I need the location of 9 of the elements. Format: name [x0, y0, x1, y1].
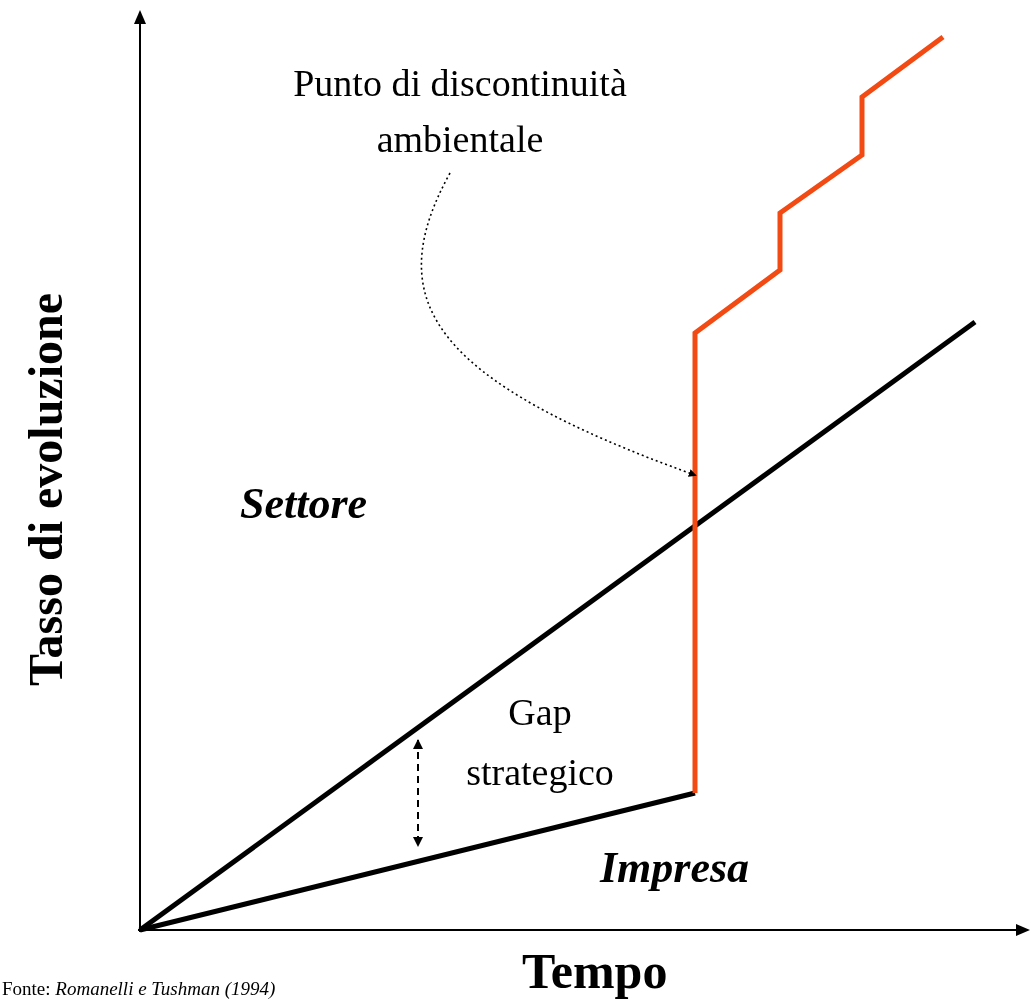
axis-title: Tempo	[522, 942, 668, 1000]
axis-title: Tasso di evoluzione	[17, 292, 73, 688]
firm-step-line	[692, 35, 945, 793]
leader-line	[420, 172, 697, 477]
series-label: Settore	[240, 478, 368, 529]
callout-text: Punto di discontinuità ambientale	[215, 55, 705, 167]
annotation-text: Gap strategico	[465, 690, 615, 795]
series-label: Impresa	[600, 842, 750, 893]
source-note: Fonte: Romanelli e Tushman (1994)	[2, 978, 276, 1000]
